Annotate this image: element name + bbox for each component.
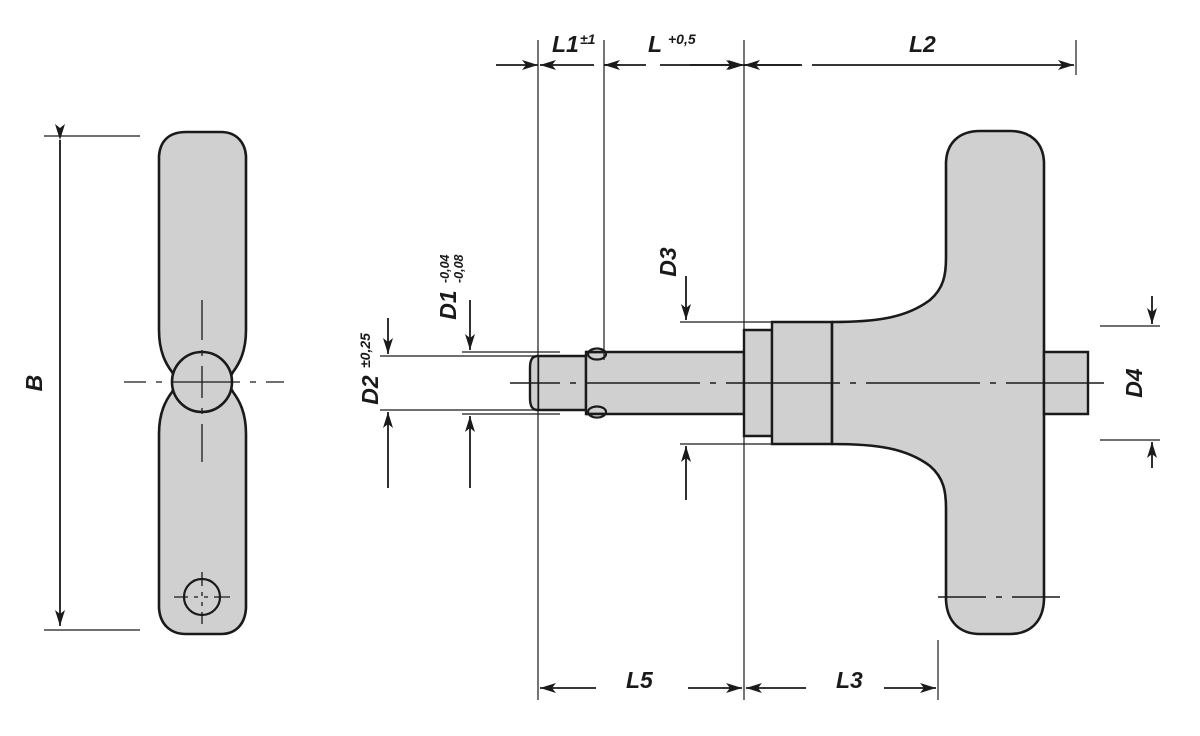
label-L1-text: L1 <box>552 31 579 57</box>
label-D2-text: D2 <box>357 375 383 405</box>
label-L1-tolerance: ±1 <box>580 31 596 47</box>
label-D4: D4 <box>1121 368 1147 398</box>
label-L3: L3 <box>836 667 863 693</box>
dimension-lines-vertical <box>383 276 1157 500</box>
label-D3: D3 <box>655 247 681 277</box>
label-L-tolerance: +0,5 <box>668 31 696 47</box>
label-B-text: B <box>21 375 47 392</box>
dimension-B <box>44 124 140 631</box>
label-L2-text: L2 <box>909 31 936 57</box>
label-D1: D1 -0,04 -0,08 <box>435 254 466 319</box>
right-view-centerline <box>510 382 1104 598</box>
label-L3-text: L3 <box>836 667 863 693</box>
label-L2: L2 <box>909 31 936 57</box>
label-D1-text: D1 <box>435 290 461 319</box>
label-D4-text: D4 <box>1121 368 1147 398</box>
label-D1-tolerance-upper: -0,04 <box>438 254 452 283</box>
extension-lines <box>380 40 1160 700</box>
label-D2: D2 ±0,25 <box>357 333 383 405</box>
label-L5: L5 <box>626 667 654 693</box>
right-view-detent-marks <box>586 347 608 419</box>
left-view-centerlines <box>124 300 284 624</box>
label-D3-text: D3 <box>655 247 681 277</box>
label-D2-tolerance: ±0,25 <box>357 333 373 368</box>
label-D1-tolerance-lower: -0,08 <box>452 254 466 283</box>
label-B: B <box>21 375 47 392</box>
label-L-text: L <box>648 31 662 57</box>
label-L5-text: L5 <box>626 667 654 693</box>
label-L1: L1 ±1 <box>552 31 596 57</box>
label-L: L +0,5 <box>648 31 696 57</box>
